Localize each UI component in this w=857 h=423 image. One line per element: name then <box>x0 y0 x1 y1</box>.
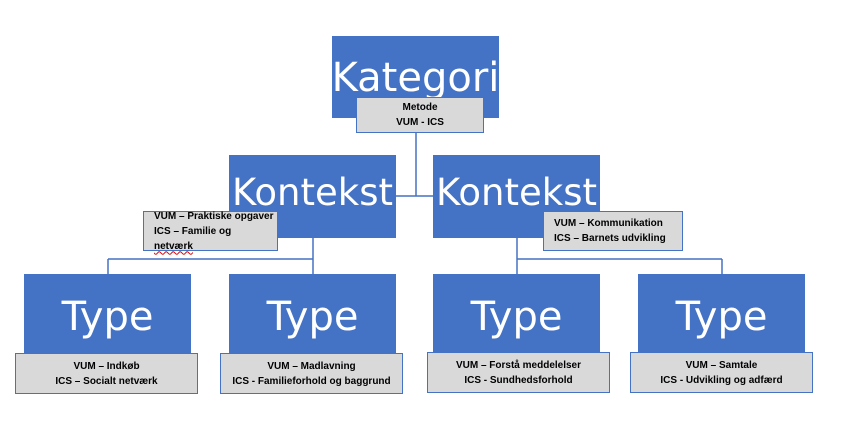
context-right-line1: VUM – Kommunikation <box>554 218 663 229</box>
root-label-line2: VUM - ICS <box>396 117 444 128</box>
type-4-line1: VUM – Samtale <box>685 359 758 371</box>
root-title: Kategori <box>331 55 500 101</box>
type-3-line2: ICS - Sundhedsforhold <box>464 374 573 386</box>
context-node-right: Kontekst <box>433 155 600 238</box>
type-label-1: VUM – Indkøb ICS – Socialt netværk <box>15 353 198 394</box>
type-1-line1: VUM – Indkøb <box>73 360 140 372</box>
context-title-right: Kontekst <box>436 171 597 214</box>
context-title-left: Kontekst <box>232 171 393 214</box>
type-label-2: VUM – Madlavning ICS - Familieforhold og… <box>220 353 403 394</box>
context-label-left: VUM – Praktiske opgaver ICS – Familie og… <box>143 210 278 254</box>
spellcheck-flagged-word: netværk <box>154 240 193 252</box>
context-left-line1: VUM – Praktiske opgaver <box>154 210 274 222</box>
context-left-line2: ICS – Familie og netværk <box>154 224 277 254</box>
type-label-4: VUM – Samtale ICS - Udvikling og adfærd <box>630 352 813 393</box>
context-label-right: VUM – Kommunikation ICS – Barnets udvikl… <box>543 211 683 251</box>
root-label: Metode VUM - ICS <box>356 97 484 133</box>
type-label-3: VUM – Forstå meddelelser ICS - Sundhedsf… <box>427 352 610 393</box>
type-title-4: Type <box>675 294 768 340</box>
context-right-line2: ICS – Barnets udvikling <box>554 233 666 244</box>
type-title-3: Type <box>470 294 563 340</box>
type-title-2: Type <box>266 294 359 340</box>
type-2-line1: VUM – Madlavning <box>267 360 356 372</box>
type-1-line2: ICS – Socialt netværk <box>55 375 158 387</box>
root-label-line1: Metode <box>402 102 438 113</box>
type-3-line1: VUM – Forstå meddelelser <box>455 359 582 371</box>
type-2-line2: ICS - Familieforhold og baggrund <box>232 375 391 387</box>
type-4-line2: ICS - Udvikling og adfærd <box>660 374 783 386</box>
type-title-1: Type <box>61 294 154 340</box>
